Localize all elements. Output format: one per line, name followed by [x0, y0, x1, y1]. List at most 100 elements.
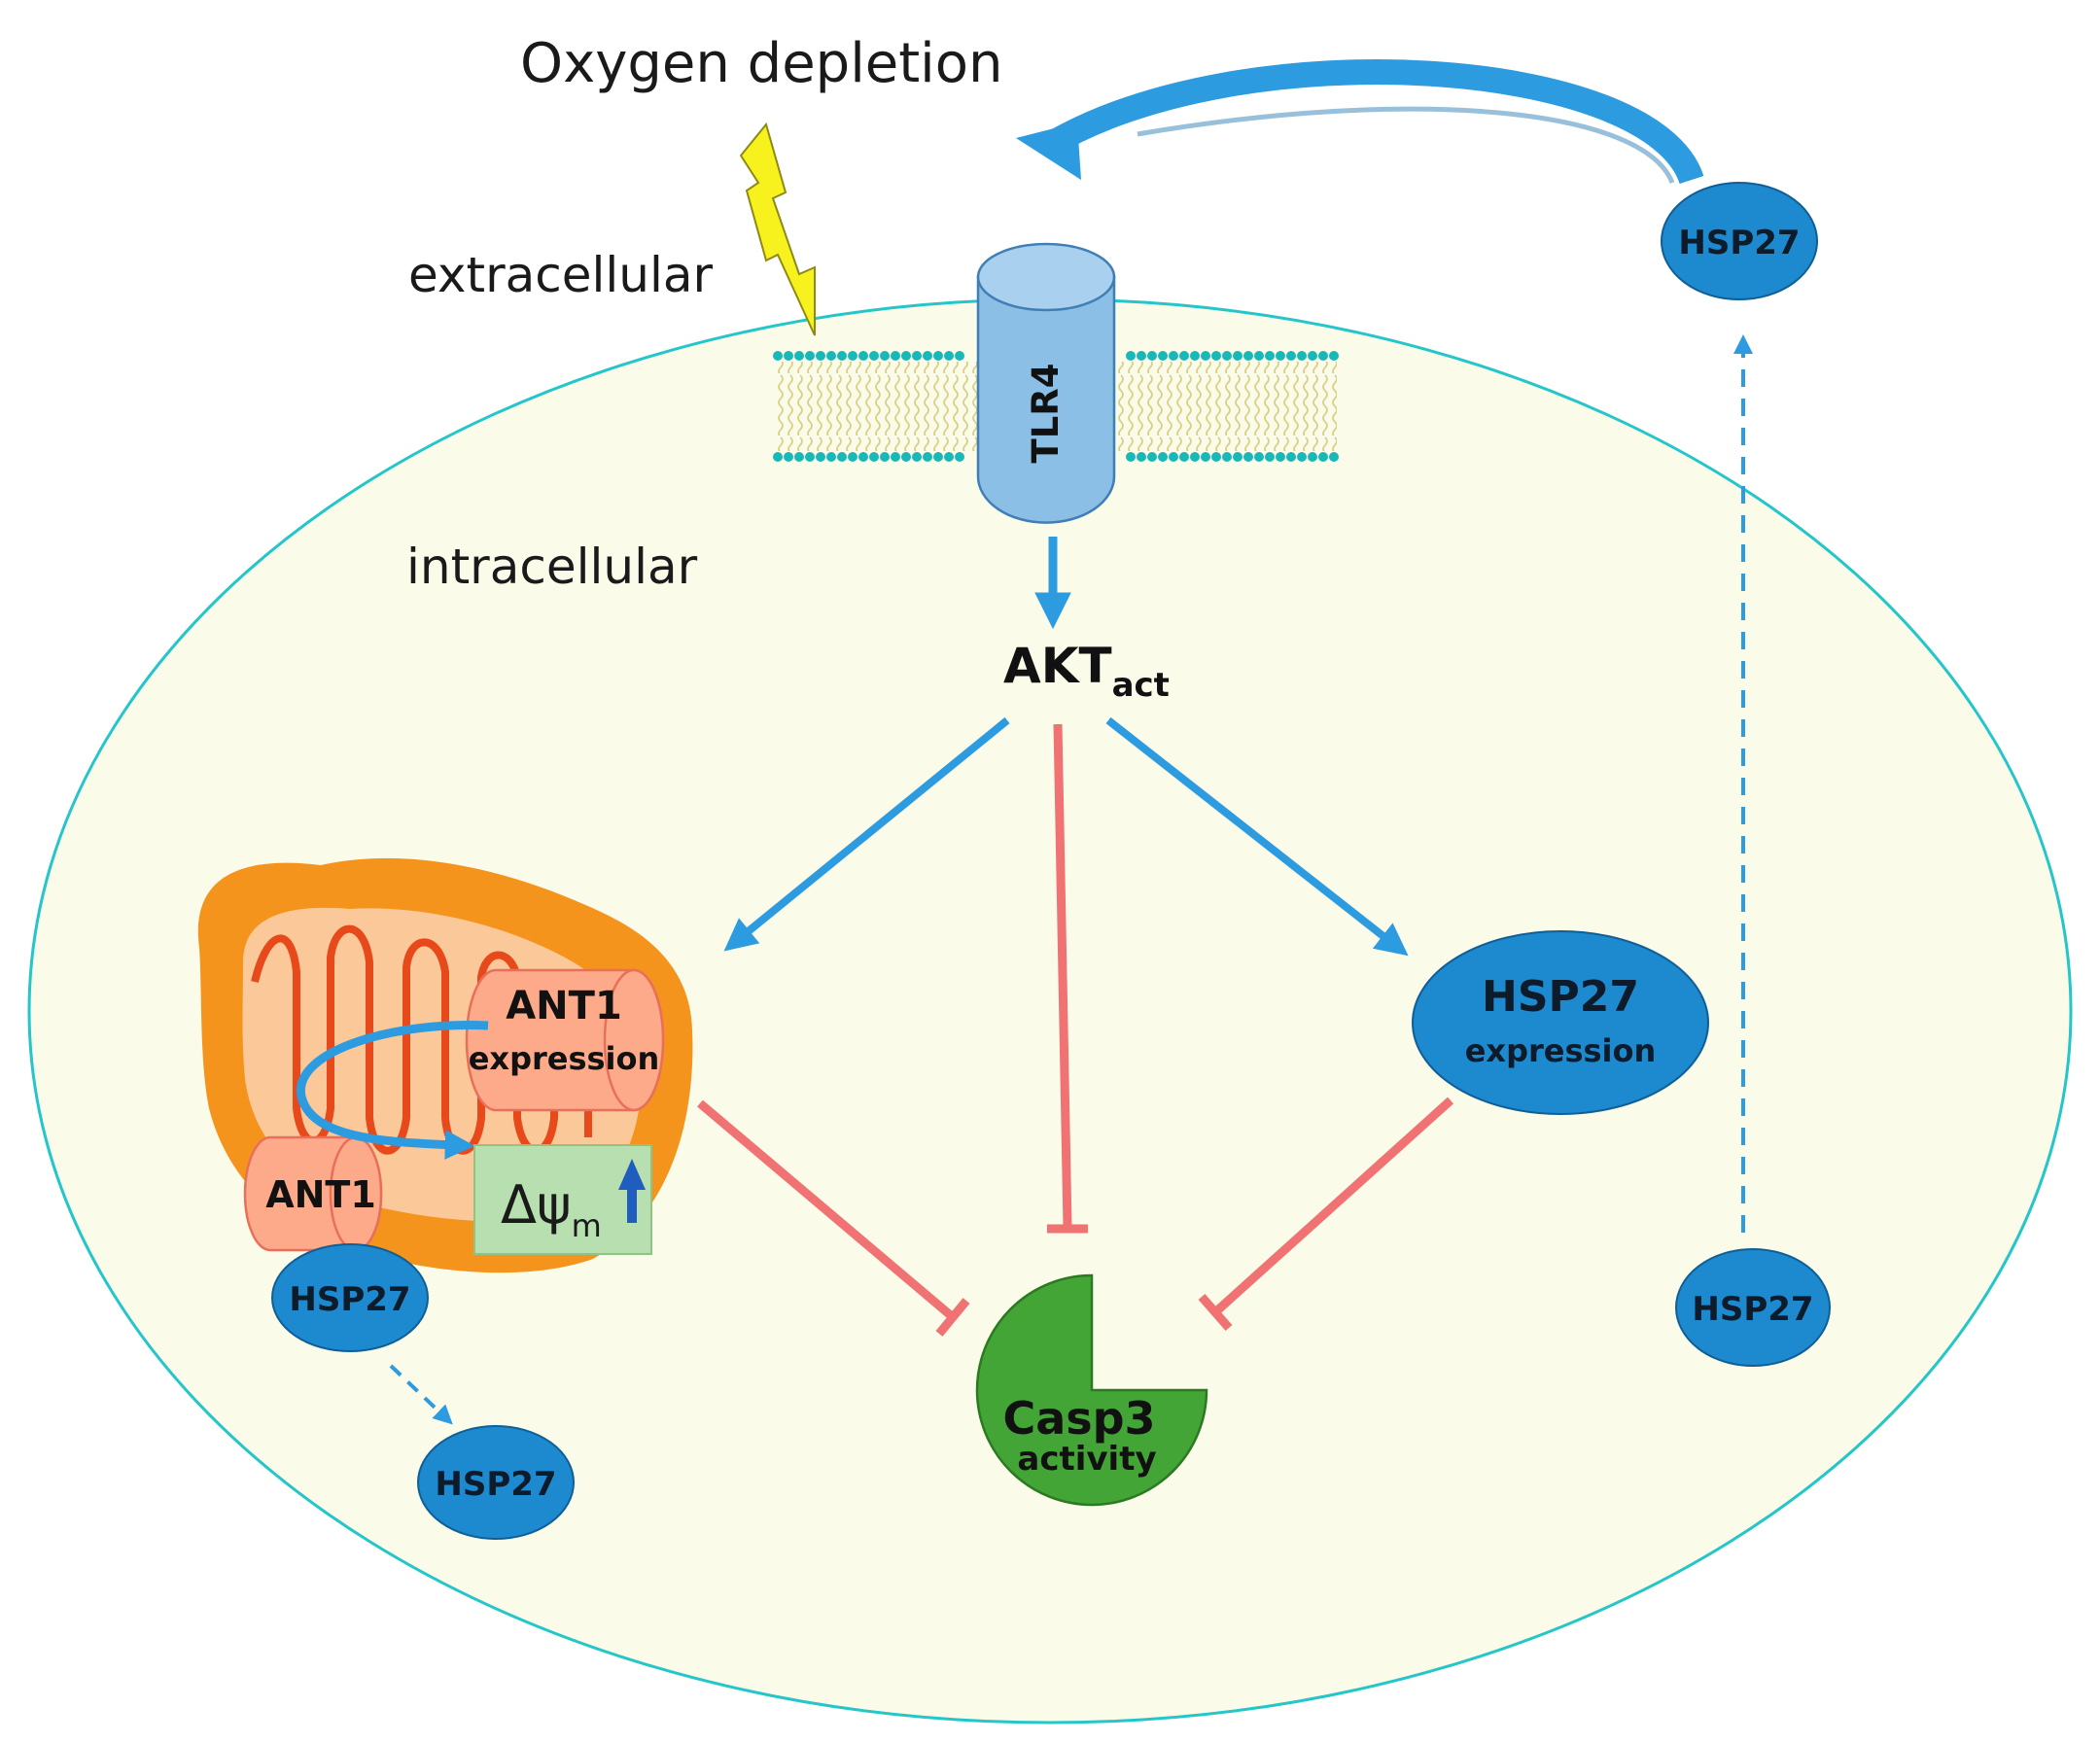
membrane-lipid-head	[1297, 351, 1307, 361]
membrane-lipid-head	[880, 351, 890, 361]
membrane-lipid-head	[1254, 452, 1264, 462]
akt-sub: act	[1112, 666, 1170, 705]
membrane-lipid-head	[837, 351, 847, 361]
hsp27-expression: HSP27 expression	[1412, 930, 1709, 1115]
ant1-expression-title: ANT1	[506, 984, 622, 1028]
membrane-lipid-head	[1233, 351, 1242, 361]
delta-psi-main: Δψ	[501, 1174, 572, 1236]
membrane-lipid-head	[933, 351, 943, 361]
ant1-expression-sub: expression	[469, 1040, 660, 1077]
membrane-lipid-head	[1169, 452, 1178, 462]
membrane-lipid-head	[805, 351, 815, 361]
membrane-lipid-head	[1308, 452, 1317, 462]
membrane-lipid-head	[944, 351, 954, 361]
extracellular-label: extracellular	[408, 247, 714, 303]
membrane-lipid-head	[1286, 452, 1296, 462]
membrane-lipid-head	[1169, 351, 1178, 361]
membrane-lipid-head	[1276, 351, 1285, 361]
ant1-cylinder: ANT1	[243, 1135, 383, 1252]
hsp27-expression-sub: expression	[1465, 1032, 1657, 1069]
casp3-activity: Casp3 activity	[975, 1273, 1208, 1507]
membrane-lipid-head	[1190, 452, 1200, 462]
tlr4-label: TLR4	[1025, 363, 1067, 463]
membrane-lipid-head	[1126, 351, 1136, 361]
membrane-lipid-head	[1243, 351, 1253, 361]
membrane-lipid-head	[1211, 351, 1221, 361]
membrane-lipid-head	[858, 452, 868, 462]
hsp27-cytosolic: HSP27	[1675, 1248, 1831, 1367]
membrane-lipid-head	[858, 351, 868, 361]
tlr4-receptor: TLR4	[976, 242, 1116, 524]
delta-psi-label: Δψm	[501, 1174, 602, 1244]
membrane-lipid-head	[1308, 351, 1317, 361]
membrane-lipid-head	[794, 351, 804, 361]
membrane-lipid-head	[1158, 452, 1168, 462]
membrane-lipid-head	[1126, 452, 1136, 462]
membrane-lipid-head	[826, 351, 836, 361]
membrane-lipid-head	[784, 452, 793, 462]
membrane-lipid-head	[794, 452, 804, 462]
hsp27-released-mito: HSP27	[417, 1425, 575, 1540]
membrane-lipid-head	[816, 452, 825, 462]
hsp27-extracellular-label: HSP27	[1678, 224, 1800, 262]
membrane-lipid-head	[955, 351, 964, 361]
membrane-lipid-head	[1276, 452, 1285, 462]
ant1-expression-cylinder: ANT1 expression	[465, 968, 665, 1112]
membrane-lipid-head	[805, 452, 815, 462]
akt-act-label: AKTact	[1003, 638, 1170, 705]
casp3-title: Casp3	[1002, 1392, 1155, 1445]
membrane-lipid-head	[773, 452, 783, 462]
intracellular-label: intracellular	[406, 539, 698, 595]
membrane-lipid-head	[1211, 452, 1221, 462]
membrane-lipid-head	[1190, 351, 1200, 361]
membrane-lipid-head	[923, 452, 932, 462]
membrane-lipid-head	[869, 452, 879, 462]
hsp27-on-ant1-label: HSP27	[289, 1280, 410, 1319]
membrane-heads-top	[773, 351, 1339, 361]
membrane-lipid-head	[944, 452, 954, 462]
inhibition-ant1-to-casp3	[697, 1099, 970, 1337]
membrane-lipid-head	[773, 351, 783, 361]
membrane-lipid-head	[901, 351, 911, 361]
inhibition-akt-to-casp3	[1047, 723, 1088, 1234]
hsp27-released-mito-label: HSP27	[435, 1465, 556, 1504]
membrane-potential-box: Δψm	[473, 1144, 652, 1255]
membrane-lipid-head	[912, 351, 922, 361]
membrane-lipid-head	[933, 452, 943, 462]
membrane-lipid-head	[1222, 452, 1232, 462]
membrane-lipid-head	[1201, 351, 1210, 361]
hsp27-expression-title: HSP27	[1482, 972, 1639, 1022]
up-arrow-icon	[618, 1159, 646, 1223]
membrane-lipid-head	[869, 351, 879, 361]
membrane-lipid-head	[1297, 452, 1307, 462]
dashed-arrow-hsp27-release	[389, 1364, 453, 1425]
membrane-lipid-head	[1329, 452, 1339, 462]
hsp27-on-ant1: HSP27	[271, 1243, 429, 1352]
membrane-heads-bottom	[773, 452, 1339, 462]
membrane-lipid-head	[1254, 351, 1264, 361]
hsp27-cytosolic-label: HSP27	[1692, 1290, 1813, 1329]
membrane-lipid-head	[1286, 351, 1296, 361]
membrane-lipid-head	[901, 452, 911, 462]
membrane-lipid-head	[1158, 351, 1168, 361]
membrane-lipid-head	[1147, 452, 1157, 462]
membrane-lipid-head	[1233, 452, 1242, 462]
delta-psi-sub: m	[572, 1207, 602, 1244]
membrane-lipid-head	[816, 351, 825, 361]
membrane-lipid-head	[1137, 351, 1146, 361]
membrane-lipid-head	[848, 452, 858, 462]
lightning-bolt-icon	[739, 122, 816, 336]
akt-main: AKT	[1003, 638, 1112, 694]
membrane-lipid-head	[923, 351, 932, 361]
membrane-lipid-head	[1222, 351, 1232, 361]
membrane-lipid-head	[1201, 452, 1210, 462]
membrane-lipid-head	[891, 351, 900, 361]
oxygen-depletion-label: Oxygen depletion	[520, 32, 1002, 95]
membrane-lipid-head	[837, 452, 847, 462]
membrane-lipid-head	[1329, 351, 1339, 361]
arrow-akt-to-hsp27-expression	[1105, 716, 1409, 957]
membrane-lipid-head	[1137, 452, 1146, 462]
membrane-lipid-head	[1243, 452, 1253, 462]
membrane-lipid-head	[1318, 351, 1328, 361]
